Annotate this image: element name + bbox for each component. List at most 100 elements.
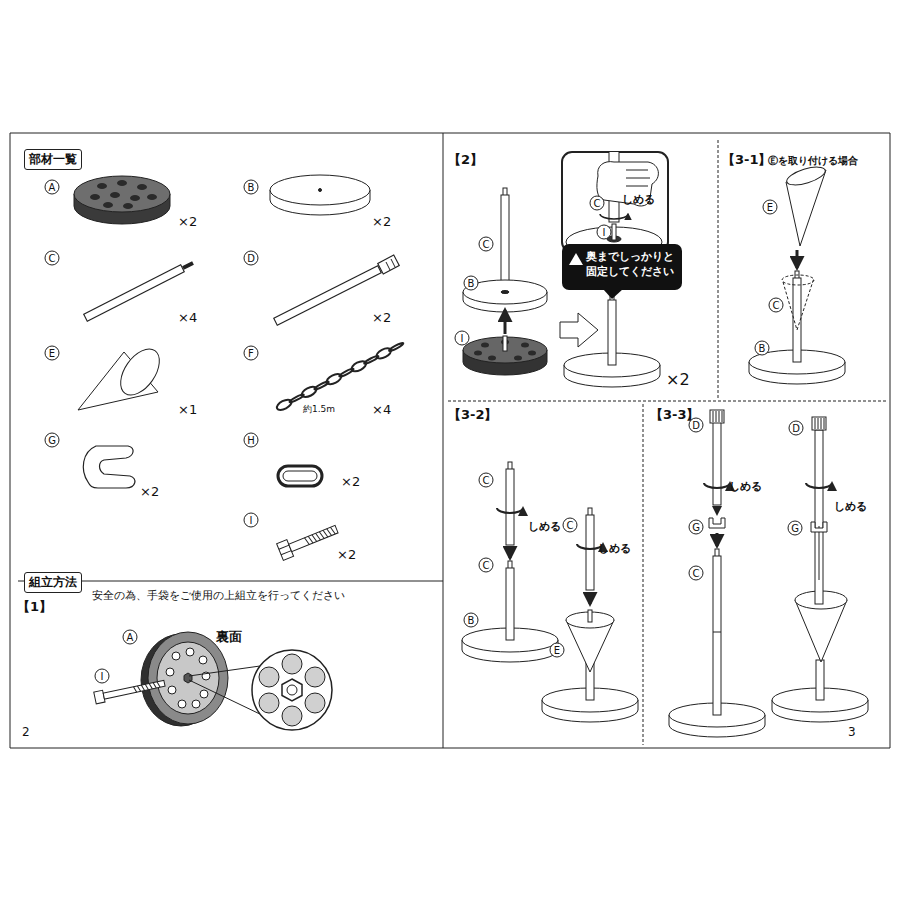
step2-inset <box>566 152 662 252</box>
quantity: ×2 <box>337 548 356 562</box>
action-label: しめる <box>622 194 655 206</box>
step3-2-illustration <box>589 593 592 604</box>
step3-3-illustration <box>713 632 721 633</box>
step2-illustration <box>521 343 529 348</box>
page-frame <box>443 133 444 748</box>
step2-illustration <box>514 356 522 361</box>
part-letter: C <box>479 558 494 573</box>
step2-illustration <box>501 195 509 290</box>
step1-illustration <box>259 667 279 687</box>
part-letter: D <box>689 418 704 433</box>
chain-part <box>275 340 405 412</box>
part-letter: C <box>479 473 494 488</box>
part-letter: C <box>45 251 60 266</box>
part-letter: E <box>763 200 778 215</box>
bolt-part <box>316 533 321 541</box>
step3-3-illustration <box>811 522 827 532</box>
step1-illustration <box>149 683 152 689</box>
step3-3-illustration <box>816 660 824 700</box>
box-text: 組立方法 <box>29 574 77 591</box>
view-label: 裏面 <box>216 630 242 644</box>
base-weight-part <box>97 183 107 189</box>
bolt-part <box>327 528 332 536</box>
part-letter: I <box>455 331 470 346</box>
pole-part <box>86 269 182 318</box>
step3-3-illustration <box>710 410 724 423</box>
action-label: しめる <box>528 521 561 533</box>
quantity: ×2 <box>666 371 690 389</box>
step2-illustration <box>503 336 507 351</box>
base-plate-part <box>270 175 370 215</box>
action-label: しめる <box>729 481 762 493</box>
step1-illustration <box>145 684 148 690</box>
part-letter: I <box>95 669 110 684</box>
step1-illustration <box>94 632 332 730</box>
s-ring-part <box>283 471 317 481</box>
part-letter: C <box>590 196 605 211</box>
step3-1-illustration <box>796 250 799 268</box>
step2-illustration <box>474 351 482 356</box>
step3-2-illustration <box>506 568 514 640</box>
s-ring-part <box>278 466 322 486</box>
part-letter: C <box>479 237 494 252</box>
part-letter: F <box>244 346 259 361</box>
part-letter: I <box>597 225 612 240</box>
section-heading: 部材一覧 <box>24 149 82 170</box>
step1-illustration <box>282 679 302 701</box>
base-weight-part <box>137 184 147 190</box>
step1-illustration <box>200 690 208 698</box>
hook-part <box>83 446 135 488</box>
safety-note: 安全の為、手袋をご使用の上組立を行ってください <box>92 590 345 602</box>
step2-illustration <box>528 351 536 356</box>
step3-3-illustration <box>819 526 820 580</box>
top-pole-part <box>391 259 395 267</box>
part-letter: C <box>689 566 704 581</box>
part-letter: G <box>45 433 60 448</box>
step3-3-illustration <box>821 418 822 429</box>
step3-2-illustration <box>586 515 594 590</box>
step3-1-illustration <box>785 163 827 188</box>
step3-3-illustration <box>713 411 714 422</box>
step1-illustration <box>199 656 207 664</box>
bolt-part <box>281 551 291 555</box>
quantity: ×4 <box>178 311 197 325</box>
step2-inset <box>626 170 648 171</box>
part-letter: C <box>563 518 578 533</box>
step3-2-illustration <box>506 469 514 545</box>
pole-part <box>183 263 193 268</box>
quantity: ×2 <box>372 215 391 229</box>
cone-holder-part <box>113 342 167 402</box>
step3-2-illustration <box>588 610 592 622</box>
base-weight-part <box>117 180 127 186</box>
step3-3-illustration <box>713 556 721 715</box>
step-number: 【2】 <box>448 153 483 167</box>
step1-illustration <box>282 654 302 674</box>
part-letter: I <box>244 513 259 528</box>
quantity: ×2 <box>341 475 360 489</box>
step1-illustration <box>103 680 165 699</box>
part-letter: D <box>244 251 259 266</box>
step3-3-illustration <box>669 410 868 737</box>
step1-illustration <box>94 690 105 704</box>
step1-illustration <box>192 700 200 708</box>
base-plate-part <box>319 189 322 192</box>
part-letter: C <box>769 298 784 313</box>
part-letter: B <box>464 613 479 628</box>
step3-3-illustration <box>716 533 719 546</box>
step1-illustration <box>305 693 325 713</box>
bolt-part <box>277 521 340 561</box>
step2-inset <box>597 162 659 206</box>
action-label: しめる <box>598 543 631 555</box>
step2-illustration <box>504 310 507 334</box>
page-frame <box>10 133 890 748</box>
step3-1-illustration <box>782 275 814 285</box>
step-number: 【3-1】 <box>722 153 772 167</box>
part-letter: A <box>45 180 60 195</box>
step3-3-illustration <box>824 418 825 429</box>
hook-part <box>83 446 135 488</box>
step3-3-illustration <box>713 422 721 505</box>
step1-illustration <box>166 648 210 708</box>
part-letter: E <box>550 643 565 658</box>
